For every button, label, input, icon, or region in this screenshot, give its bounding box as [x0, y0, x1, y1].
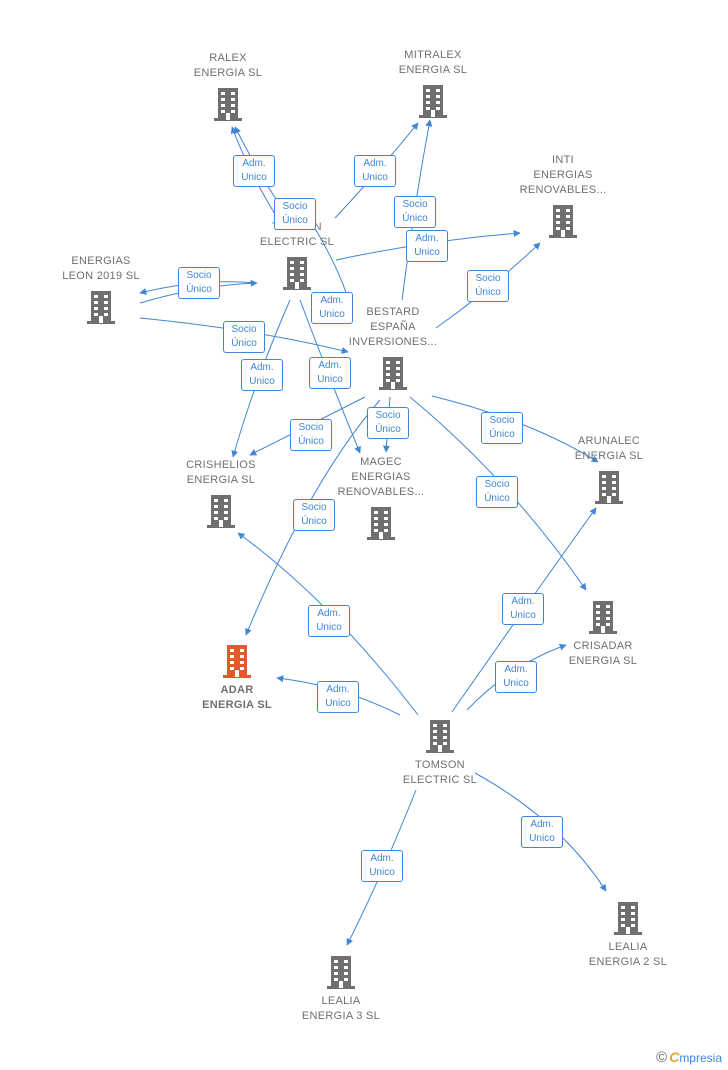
building-icon	[426, 720, 454, 753]
relation-badge-adm[interactable]: Adm.Unico	[309, 357, 351, 389]
company-label: LEALIA ENERGIA 3 SL	[301, 995, 381, 1022]
logo-wordmark: mpresia	[679, 1051, 722, 1065]
relation-badge-adm[interactable]: Adm.Unico	[521, 816, 563, 848]
building-icon	[549, 205, 577, 238]
building-icon	[419, 85, 447, 118]
logo-initial: C	[669, 1049, 680, 1065]
building-icon	[595, 471, 623, 504]
relation-badge-adm[interactable]: Adm.Unico	[406, 230, 448, 262]
building-icon	[367, 507, 395, 540]
relation-badge-adm[interactable]: Adm.Unico	[361, 850, 403, 882]
company-label: ARUNALEC ENERGIA SL	[574, 435, 644, 462]
building-icon	[207, 495, 235, 528]
building-icon	[223, 645, 251, 678]
company-label: ADAR ENERGIA SL	[202, 684, 272, 711]
relation-badge-adm[interactable]: Adm.Unico	[354, 155, 396, 187]
edge-bestard-to-adar	[245, 399, 381, 636]
copyright-symbol: ©	[656, 1049, 668, 1066]
relation-badge-adm[interactable]: Adm.Unico	[317, 681, 359, 713]
company-label: INTI ENERGIAS RENOVABLES...	[519, 154, 607, 196]
company-label: TOMSON ELECTRIC SL	[402, 759, 478, 786]
empresia-logo: ©Cmpresia	[656, 1049, 722, 1066]
relation-badge-adm[interactable]: Adm.Unico	[495, 661, 537, 693]
company-label: CRISADAR ENERGIA SL	[568, 640, 638, 667]
company-label: BESTARD ESPAÑA INVERSIONES...	[348, 306, 438, 348]
building-icon	[327, 956, 355, 989]
building-icon	[87, 291, 115, 324]
company-label: ENERGIAS LEON 2019 SL	[62, 255, 140, 282]
building-icon	[214, 88, 242, 121]
company-label: MITRALEX ENERGIA SL	[398, 49, 468, 76]
company-label: CRISHELIOS ENERGIA SL	[186, 459, 256, 486]
company-label: RALEX ENERGIA SL	[193, 52, 263, 79]
building-icon	[589, 601, 617, 634]
relation-badge-adm[interactable]: Adm.Unico	[233, 155, 275, 187]
relation-badge-adm[interactable]: Adm.Unico	[502, 593, 544, 625]
building-icon	[283, 257, 311, 290]
company-label: LEALIA ENERGIA 2 SL	[588, 941, 668, 968]
building-icon	[614, 902, 642, 935]
relation-badge-adm[interactable]: Adm.Unico	[241, 359, 283, 391]
building-icon	[379, 357, 407, 390]
company-label: MAGEC ENERGIAS RENOVABLES...	[337, 456, 425, 498]
relation-badge-adm[interactable]: Adm.Unico	[308, 605, 350, 637]
relation-badge-adm[interactable]: Adm.Unico	[311, 292, 353, 324]
